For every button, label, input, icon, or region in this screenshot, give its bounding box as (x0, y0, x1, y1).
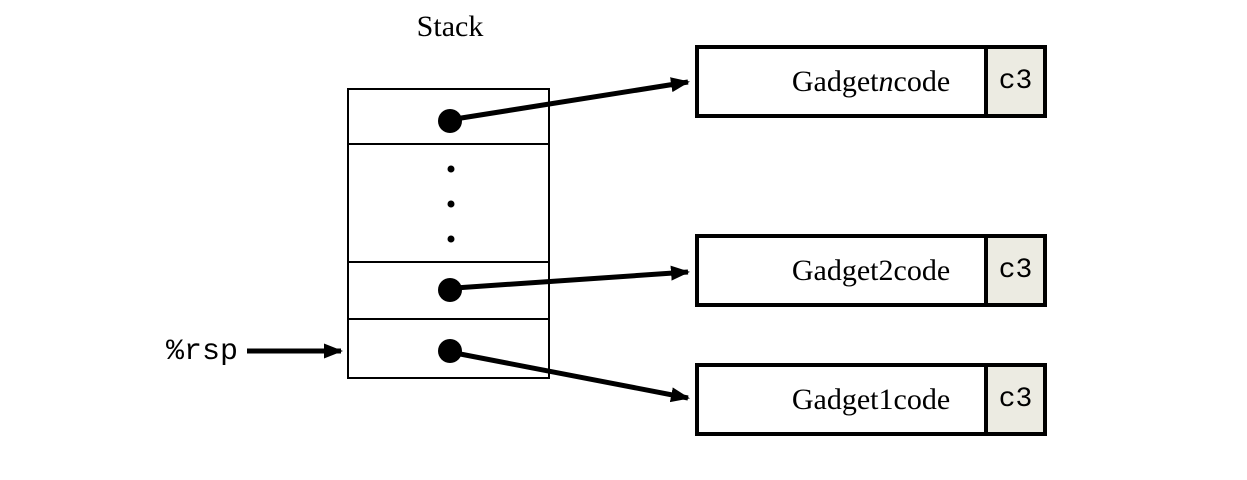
stack-box (347, 88, 550, 379)
stack-cell-gadget2-addr (349, 263, 548, 320)
gadget-n-index: n (878, 64, 894, 98)
gadget-n-label: Gadget n code (699, 49, 1043, 114)
gadget-n-prefix: Gadget (791, 64, 879, 98)
stack-cell-top (349, 90, 548, 145)
stack-title: Stack (416, 10, 484, 43)
gadget-2-box: Gadget 2 code c3 (695, 234, 1047, 307)
gadget-2-index: 2 (878, 253, 894, 287)
rsp-register-label: %rsp (165, 335, 238, 369)
gadget-2-label: Gadget 2 code (699, 238, 1043, 303)
stack-cell-gadget1-addr (349, 320, 548, 377)
gadget-1-suffix: code (893, 382, 951, 416)
gadget-n-suffix: code (893, 64, 951, 98)
gadget-2-ret-byte: c3 (984, 238, 1043, 303)
gadget-n-ret-byte: c3 (984, 49, 1043, 114)
gadget-1-prefix: Gadget (791, 382, 879, 416)
gadget-2-prefix: Gadget (791, 253, 879, 287)
gadget-1-index: 1 (878, 382, 894, 416)
gadget-1-box: Gadget 1 code c3 (695, 363, 1047, 436)
stack-cell-ellipsis (349, 145, 548, 263)
gadget-n-box: Gadget n code c3 (695, 45, 1047, 118)
gadget-2-suffix: code (893, 253, 951, 287)
gadget-1-label: Gadget 1 code (699, 367, 1043, 432)
gadget-1-ret-byte: c3 (984, 367, 1043, 432)
